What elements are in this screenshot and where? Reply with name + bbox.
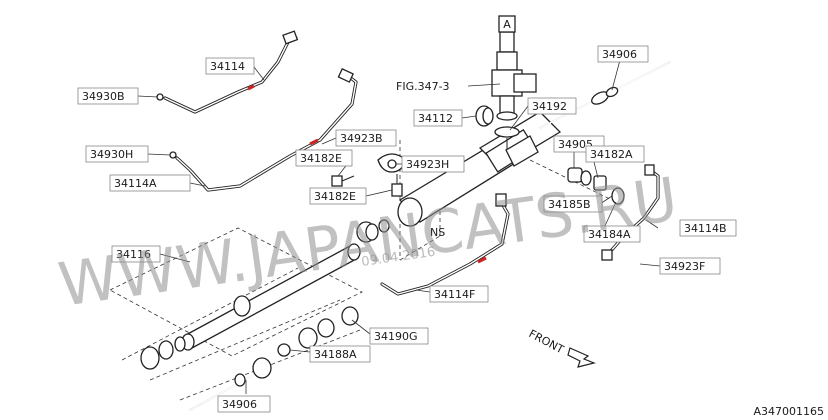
part-label: 34114A (114, 177, 157, 190)
mount-rubber (356, 219, 390, 243)
tie-rod-right (539, 61, 671, 129)
part-label: 34190G (374, 330, 418, 343)
label-34192: 34192 (527, 97, 577, 115)
label-34906-bot: 34906 (217, 395, 271, 413)
label-34114b: 34114B (679, 219, 737, 237)
part-label: 34114B (684, 222, 727, 235)
label-34930h: 34930H (85, 145, 149, 163)
part-label: 34188A (314, 348, 357, 361)
label-34114a: 34114A (109, 174, 191, 192)
part-label: 34182A (590, 148, 633, 161)
label-34114f: 34114F (429, 285, 489, 303)
part-label: 34114 (210, 60, 245, 73)
part-label: 34116 (116, 248, 151, 261)
pinion-valve (491, 31, 537, 150)
diagram-code: A347001165 (753, 405, 824, 418)
part-label: 34923B (340, 132, 383, 145)
bolt-34182e-top (331, 175, 355, 187)
label-34906-top: 34906 (597, 45, 649, 63)
view-marker-text: A (503, 18, 511, 31)
part-label: 34930B (82, 90, 125, 103)
ns-marker: NS (430, 226, 445, 239)
label-34930b: 34930B (77, 87, 139, 105)
label-34923h: 34923H (401, 155, 465, 173)
part-label: 34112 (418, 112, 453, 125)
part-label: 34184A (588, 228, 631, 241)
label-34114: 34114 (205, 57, 255, 75)
fig-reference: FIG.347-3 (396, 80, 450, 93)
part-label: 34906 (222, 398, 257, 411)
clamp-34905 (567, 167, 625, 205)
tie-rod-left (189, 357, 272, 411)
part-label: 34192 (532, 100, 567, 113)
label-34923f: 34923F (659, 257, 721, 275)
front-indicator: FRONT (527, 327, 596, 368)
pipe-34114 (156, 30, 299, 114)
label-34188a: 34188A (309, 345, 371, 363)
seal-set-34190g (298, 306, 359, 349)
label-34184a: 34184A (583, 225, 641, 243)
bushing-34112 (475, 105, 494, 127)
part-label: 34906 (602, 48, 637, 61)
label-fig-ref: FIG.347-3 (396, 80, 450, 93)
pipe-34114a (169, 67, 358, 192)
part-label: 34905 (558, 138, 593, 151)
label-34923b: 34923B (335, 129, 397, 147)
part-label: 34185B (548, 198, 591, 211)
bolt-34182e-mid (391, 174, 403, 197)
front-label: FRONT (527, 327, 567, 356)
part-label: 34114F (434, 288, 475, 301)
clamp-34923b (377, 153, 407, 173)
view-marker-a: A (498, 15, 516, 33)
label-34112: 34112 (413, 109, 463, 127)
part-label: 34182E (314, 190, 356, 203)
label-34116: 34116 (111, 245, 161, 263)
part-label: 34923F (664, 260, 705, 273)
ring-34188a (277, 343, 291, 357)
seal-set-left (140, 336, 186, 370)
part-label: 34182E (300, 152, 342, 165)
rack-housing (397, 111, 562, 227)
front-arrow-icon (567, 347, 596, 368)
label-34182e-top: 34182E (295, 149, 353, 167)
label-34185b: 34185B (543, 195, 603, 213)
label-34182e-mid: 34182E (309, 187, 367, 205)
part-label: 34930H (90, 148, 133, 161)
label-34190g: 34190G (369, 327, 429, 345)
label-34182a: 34182A (585, 145, 645, 163)
pipe-34114f (380, 193, 510, 296)
part-label: 34923H (406, 158, 449, 171)
